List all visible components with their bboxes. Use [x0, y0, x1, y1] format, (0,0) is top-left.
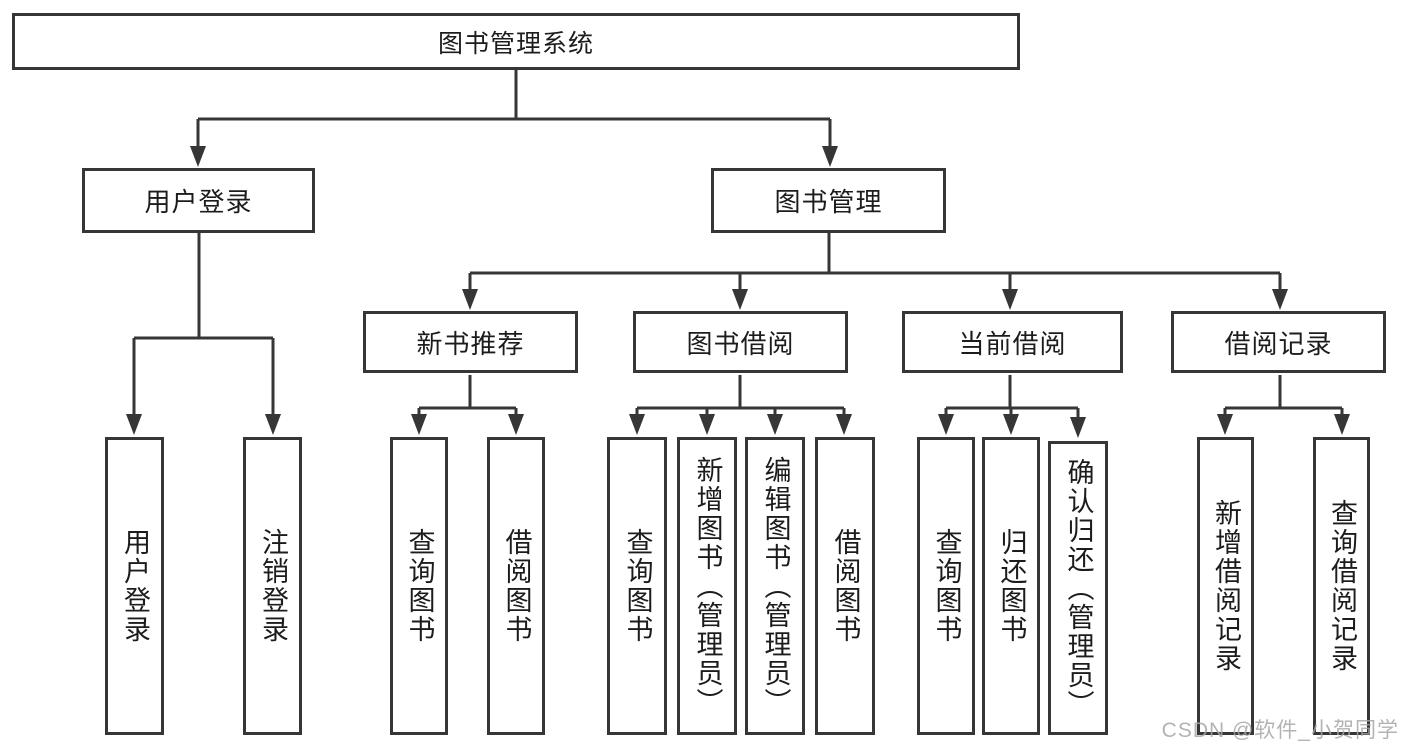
node-borrow-records: 借阅记录 — [1171, 311, 1386, 373]
leaf-query-books-borrow: 查询图书 — [607, 437, 667, 735]
connector-book-borrow-to-leaves — [635, 375, 846, 420]
leaf-borrow-books-recommend: 借阅图书 — [487, 437, 545, 735]
leaf-query-books-current: 查询图书 — [917, 437, 975, 735]
node-library-management-system: 图书管理系统 — [12, 13, 1020, 70]
connector-borrow-records-to-leaves — [1223, 375, 1344, 420]
node-book-management: 图书管理 — [711, 168, 946, 233]
connector-new-book-recommend-to-leaves — [417, 375, 518, 420]
leaf-borrow-books: 借阅图书 — [815, 437, 875, 735]
leaf-logout: 注销登录 — [243, 437, 302, 735]
node-user-login: 用户登录 — [82, 168, 315, 233]
node-new-book-recommend: 新书推荐 — [363, 311, 578, 373]
leaf-add-borrow-record: 新增借阅记录 — [1197, 437, 1254, 735]
leaf-return-books: 归还图书 — [982, 437, 1040, 735]
leaf-add-books-admin: 新增图书（管理员） — [677, 437, 737, 735]
connector-book-management-to-level3 — [468, 233, 1282, 295]
connector-user-login-to-leaves — [132, 233, 275, 420]
leaf-query-borrow-record: 查询借阅记录 — [1313, 437, 1370, 735]
node-book-borrow: 图书借阅 — [633, 311, 848, 373]
leaf-edit-books-admin: 编辑图书（管理员） — [745, 437, 805, 735]
leaf-user-login: 用户登录 — [105, 437, 164, 735]
connector-current-borrow-to-leaves — [944, 375, 1080, 420]
csdn-watermark: CSDN @软件_小贺同学 — [1161, 719, 1399, 742]
arrowheads — [126, 146, 1350, 438]
node-current-borrow: 当前借阅 — [902, 311, 1123, 373]
connector-root-to-level2 — [196, 70, 832, 152]
leaf-query-books-recommend: 查询图书 — [390, 437, 448, 735]
leaf-confirm-return-admin: 确认归还（管理员） — [1048, 441, 1108, 735]
